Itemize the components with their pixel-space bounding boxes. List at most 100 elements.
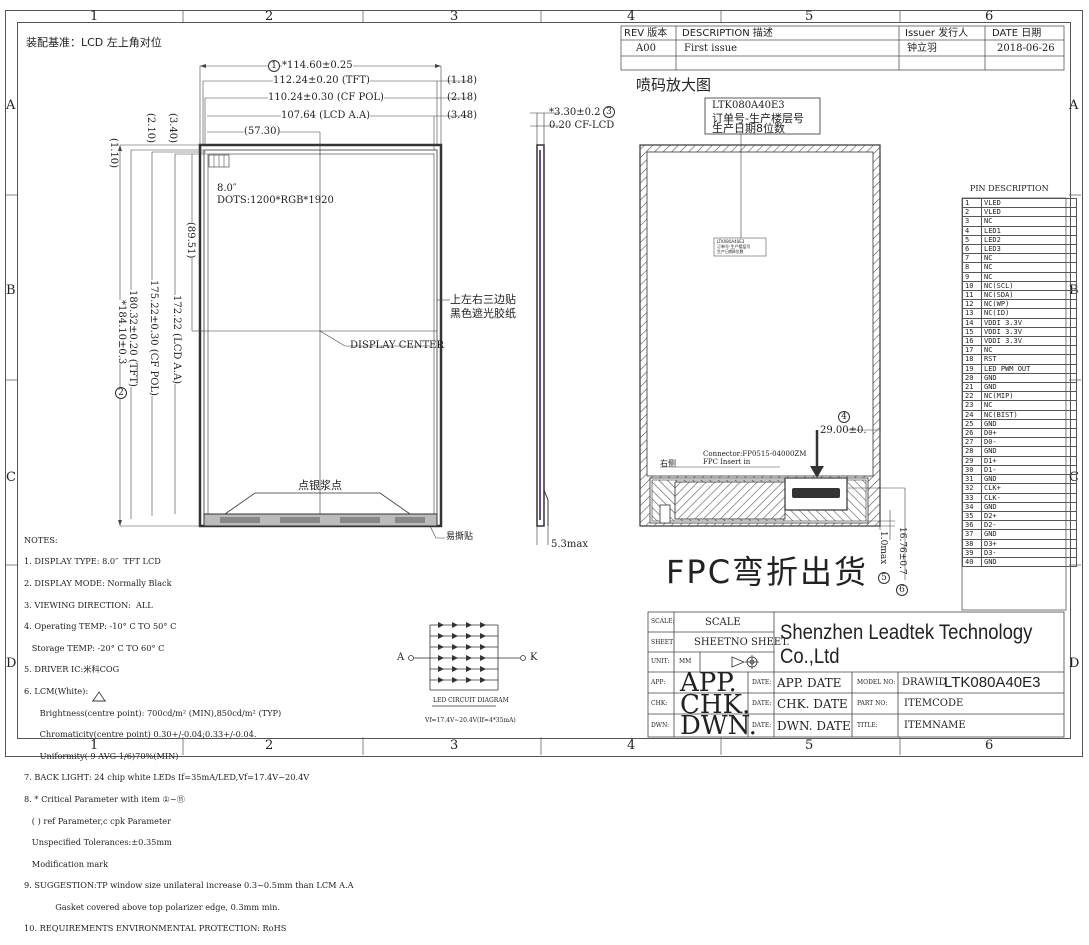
pin-number: 13 [962, 308, 982, 319]
note-line: Uniformity( 9 AVG 1/6)70%(MIN) [24, 750, 179, 761]
pin-signal: NC(SDA) [981, 290, 1077, 301]
col-label-3-bottom: 3 [450, 738, 459, 753]
note-line: 6. LCM(White): [24, 685, 89, 696]
unit-value: MM [679, 658, 692, 665]
pin-number: 25 [962, 418, 982, 430]
col-label-5: 5 [805, 9, 814, 24]
app-date-label: DATE: [752, 679, 772, 686]
pin-description-title: PIN DESCRIPTION [970, 184, 1049, 193]
dim-height-cf-pol: 175.22±0.30 (CF POL) [148, 280, 159, 396]
dim-right-2: (2.18) [447, 92, 478, 103]
dwn-date-value: DWN. DATE [777, 719, 851, 733]
projection-symbol [731, 655, 759, 669]
title-value: ITEMNAME [904, 720, 966, 731]
fpc-ship-note: FPC弯折出货 [666, 553, 869, 591]
pin-number: 24 [962, 409, 982, 420]
pin-number: 32 [962, 483, 982, 494]
title-label: TITLE: [857, 722, 878, 729]
pin-number: 10 [962, 280, 982, 292]
pin-signal: LED PWM OUT [981, 363, 1077, 374]
pin-number: 17 [962, 345, 982, 356]
scale-label: SCALE: [651, 618, 675, 625]
pin-number: 8 [962, 262, 982, 273]
part-label: PART NO: [857, 700, 888, 707]
pin-signal: NC(ID) [981, 308, 1077, 319]
circle-num-4: 4 [838, 411, 850, 423]
issuer-value: 钟立羽 [907, 43, 937, 54]
side-thickness: *3.30±0.2 [549, 107, 601, 118]
pin-signal: VLED [981, 197, 1077, 209]
pin-number: 33 [962, 492, 982, 503]
pin-number: 14 [962, 317, 982, 328]
drawing-frame-outer [5, 10, 1083, 757]
pin-number: 20 [962, 372, 982, 384]
model-value: LTK080A40E3 [944, 674, 1041, 691]
col-label-4-bottom: 4 [627, 738, 636, 753]
note-line: Gasket covered above top polarizer edge,… [24, 901, 280, 912]
pin-number: 19 [962, 363, 982, 374]
row-label-a: A [6, 98, 16, 113]
pin-signal: RST [981, 354, 1077, 365]
circle-num-2: 2 [115, 387, 127, 399]
pin-number: 40 [962, 556, 982, 568]
col-label-4: 4 [627, 9, 636, 24]
pin-signal: VDDI 3.3V [981, 326, 1077, 338]
pin-signal: GND [981, 474, 1077, 485]
silver-glue-label: 点银浆点 [298, 479, 342, 492]
pin-number: 26 [962, 428, 982, 439]
dim-width-lcd-aa: 107.64 (LCD A.A) [281, 110, 371, 121]
pin-signal: LED3 [981, 244, 1077, 255]
chk-value: CHK. [680, 690, 751, 720]
note-line: 1. DISPLAY TYPE: 8.0″ TFT LCD [24, 556, 161, 567]
pin-number: 37 [962, 529, 982, 540]
pin-number: 28 [962, 446, 982, 457]
pin-number: 9 [962, 271, 982, 282]
col-label-2: 2 [265, 9, 274, 24]
rev-header: REV 版本 [624, 28, 668, 39]
dim-vert-3: (3.40) [167, 113, 178, 144]
note-line: Chromaticity(centre point) 0.30+/-0.04;0… [24, 729, 257, 740]
pin-number: 34 [962, 501, 982, 512]
pin-signal: NC [981, 345, 1077, 356]
circle-num-5: 5 [878, 572, 890, 584]
note-line: Brightness(centre point): 700cd/m² (MIN)… [24, 707, 282, 718]
col-label-3: 3 [450, 9, 459, 24]
row-label-b: B [6, 283, 16, 298]
fpc-insert-label: FPC Insert in [703, 458, 751, 466]
pin-number: 27 [962, 437, 982, 448]
note-line: 8. * Critical Parameter with item ①~⑪ [24, 793, 185, 804]
pin-number: 31 [962, 474, 982, 485]
pin-signal: GND [981, 529, 1077, 540]
zoom-title: 喷码放大图 [636, 76, 712, 94]
dim-vert-1: (1.10) [108, 138, 119, 169]
notes-block: NOTES: 1. DISPLAY TYPE: 8.0″ TFT LCD 2. … [24, 524, 354, 945]
dwn-date-label: DATE: [752, 722, 772, 729]
pin-signal: VDDI 3.3V [981, 336, 1077, 347]
dim-right-1: (1.18) [447, 75, 478, 86]
pin-number: 12 [962, 299, 982, 310]
back-label-date: 生产日期8位数 [717, 249, 744, 254]
pin-number: 35 [962, 510, 982, 522]
pin-signal: GND [981, 382, 1077, 393]
dim-width-cf-pol: 110.24±0.30 (CF POL) [268, 92, 384, 103]
back-label-model: LTK080A40E3 [717, 239, 745, 244]
pin-number: 7 [962, 253, 982, 264]
dim-width-total: *114.60±0.25 [282, 60, 353, 71]
display-center-label: DISPLAY CENTER [350, 340, 444, 351]
circle-num-1: 1 [268, 60, 280, 72]
dim-height-total: *184.10±0.3 [116, 300, 127, 365]
fpc-width-dim: 29.00±0. [820, 425, 867, 436]
circle-num-6: 6 [896, 584, 908, 596]
pin-signal: GND [981, 501, 1077, 512]
date-header: DATE 日期 [992, 28, 1042, 39]
scale-value: SCALE [705, 617, 741, 628]
